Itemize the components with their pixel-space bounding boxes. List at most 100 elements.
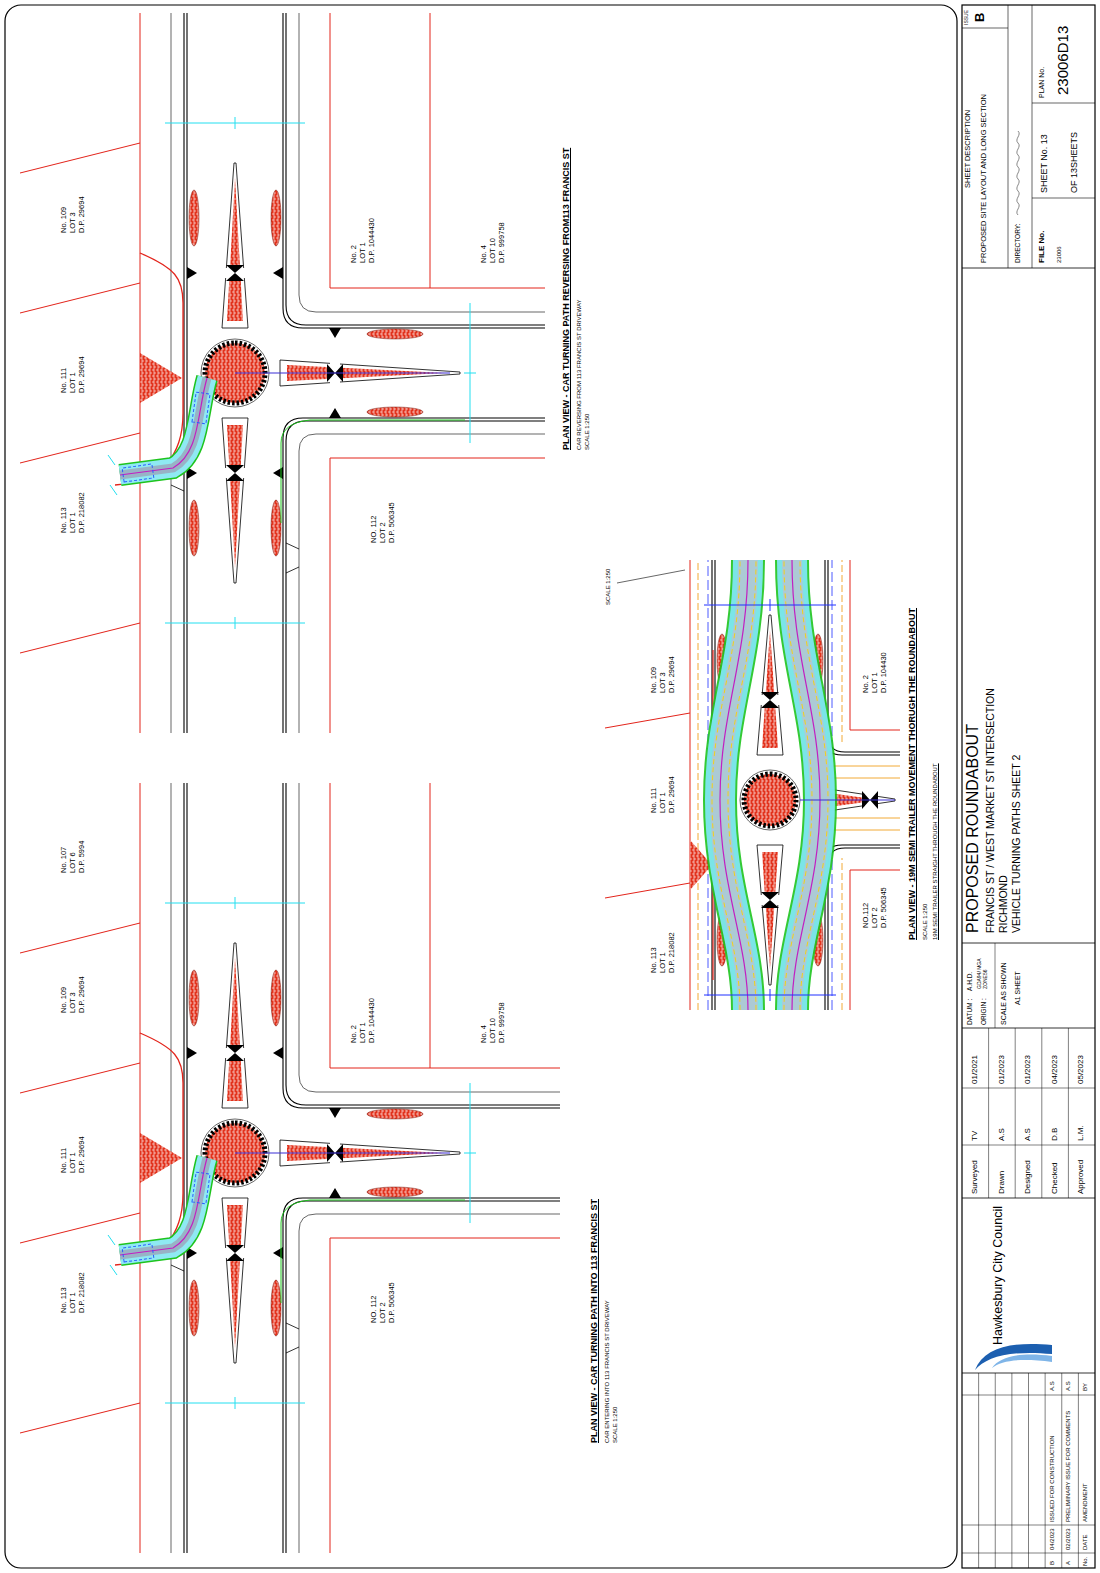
lot-boundary xyxy=(20,283,140,313)
splitter-infill xyxy=(227,958,243,1101)
lot-number: No. 109 xyxy=(60,987,68,1013)
field-name: FILE No. xyxy=(1038,231,1047,263)
splitter-infill xyxy=(762,630,778,748)
deposited-plan: D.P. 506345 xyxy=(880,887,888,928)
service-line xyxy=(828,818,900,819)
initials: TV xyxy=(971,1131,980,1141)
field-name: ISSUE xyxy=(964,10,970,25)
lot-number: LOT 2 xyxy=(379,1302,387,1323)
field-value: A.H.D. xyxy=(966,972,973,991)
field-value: GDA94/ MGA ZONE56 xyxy=(977,949,988,989)
pedestrian-refuge xyxy=(226,1045,244,1061)
view-title: PLAN VIEW - 19M SEMI TRAILER MOVEMENT TH… xyxy=(908,608,918,940)
wheel-track xyxy=(281,1200,465,1303)
footpath-line xyxy=(171,783,172,1553)
initials: L.M. xyxy=(1077,1125,1086,1141)
lot-number: LOT 1 xyxy=(359,242,367,263)
date: 01/2023 xyxy=(998,1055,1007,1084)
field-name: Approved xyxy=(1077,1160,1086,1194)
service-line xyxy=(828,830,900,831)
lot-number: No. 113 xyxy=(650,947,658,973)
chainage-tick xyxy=(165,117,305,129)
lot-number: No. 2 xyxy=(862,675,870,693)
kerb-blister xyxy=(367,1109,423,1119)
field-name: Surveyed xyxy=(971,1160,980,1194)
deposited-plan: D.P. 29694 xyxy=(78,1136,86,1173)
deposited-plan: D.P. 218082 xyxy=(668,932,676,973)
lot-number: No. 109 xyxy=(60,207,68,233)
lot-number: No. 107 xyxy=(60,847,68,873)
file-number: 23006 xyxy=(1056,246,1063,263)
field-name: DIRECTORY: xyxy=(1014,224,1021,264)
table-rule xyxy=(1032,103,1095,198)
kerb-blister xyxy=(271,500,281,556)
initials: A.S xyxy=(1049,1381,1056,1391)
amendment-rule xyxy=(1061,1373,1062,1568)
lot-number: LOT 1 xyxy=(69,1292,77,1313)
swept-path xyxy=(792,560,820,1010)
date: 05/2023 xyxy=(1077,1055,1086,1084)
kerb-blister xyxy=(271,1280,281,1336)
deposited-plan: D.P. 506345 xyxy=(388,502,396,543)
splitter-island xyxy=(222,418,248,583)
issue-letter: B xyxy=(1049,1561,1056,1565)
table-rule xyxy=(988,1028,989,1198)
swept-path xyxy=(120,1158,207,1255)
property-boundary xyxy=(850,870,900,1010)
kerb-line xyxy=(828,560,900,752)
kerb-blister xyxy=(367,407,423,417)
swept-path-outline xyxy=(792,560,820,1010)
pedestrian-refuge xyxy=(226,465,244,481)
kerb-line xyxy=(283,13,545,328)
service-line xyxy=(698,560,699,1010)
lot-number: No. 111 xyxy=(650,788,658,813)
kerb-ramp xyxy=(329,328,341,338)
kerb-blister xyxy=(189,190,199,246)
kerb-line xyxy=(825,845,900,1010)
view-title: PLAN VIEW - CAR TURNING PATH REVERSING F… xyxy=(562,148,572,450)
pedestrian-refuge xyxy=(226,1245,244,1261)
lot-number: LOT 2 xyxy=(379,522,387,543)
lot-number: No. 2 xyxy=(350,1025,358,1043)
title-block-rule xyxy=(962,1028,1095,1029)
table-rule xyxy=(962,1145,1095,1146)
project-subtitle: VEHICLE TURNING PATHS SHEET 2 xyxy=(1011,755,1023,933)
splitter-infill xyxy=(227,425,243,568)
lot-boundary xyxy=(20,1063,140,1093)
chainage-tick xyxy=(165,617,305,629)
footpath-line xyxy=(299,1214,560,1553)
splitter-island xyxy=(757,615,783,755)
field-name: Designed xyxy=(1024,1160,1033,1194)
initials: D.B xyxy=(1051,1128,1060,1141)
plan-number: 23006D13 xyxy=(1055,26,1072,95)
amendment-rule xyxy=(995,1373,996,1568)
kerb-ramp xyxy=(187,267,197,279)
kerb-ramp xyxy=(273,267,283,279)
kerb-line xyxy=(286,783,560,1105)
lot-number: LOT 1 xyxy=(359,1022,367,1043)
setout-line xyxy=(235,1152,450,1153)
date: 04/2023 xyxy=(1051,1055,1060,1084)
service-line xyxy=(828,766,900,767)
service-line xyxy=(828,778,900,779)
lot-number: LOT 1 xyxy=(69,372,77,393)
path-centreline xyxy=(120,1158,207,1255)
driveway-crossing xyxy=(286,543,299,573)
kerb-line xyxy=(828,848,900,1010)
amendment-rule xyxy=(1045,1373,1046,1568)
table-rule xyxy=(1015,1028,1016,1198)
initials: A.S xyxy=(1065,1381,1072,1391)
kerb-blister xyxy=(367,329,423,339)
lot-number: LOT 3 xyxy=(69,212,77,233)
deposited-plan: D.P. 104430 xyxy=(880,652,888,693)
property-boundary xyxy=(690,560,691,1010)
car-outline xyxy=(192,392,210,424)
property-boundary xyxy=(430,13,431,288)
kerb-line xyxy=(283,783,560,1108)
amendment-rule xyxy=(1078,1373,1079,1568)
swept-path-outline xyxy=(720,560,748,1010)
deposited-plan: D.P. 29694 xyxy=(78,196,86,233)
setout-line xyxy=(800,799,895,800)
car-outline xyxy=(122,1244,154,1262)
